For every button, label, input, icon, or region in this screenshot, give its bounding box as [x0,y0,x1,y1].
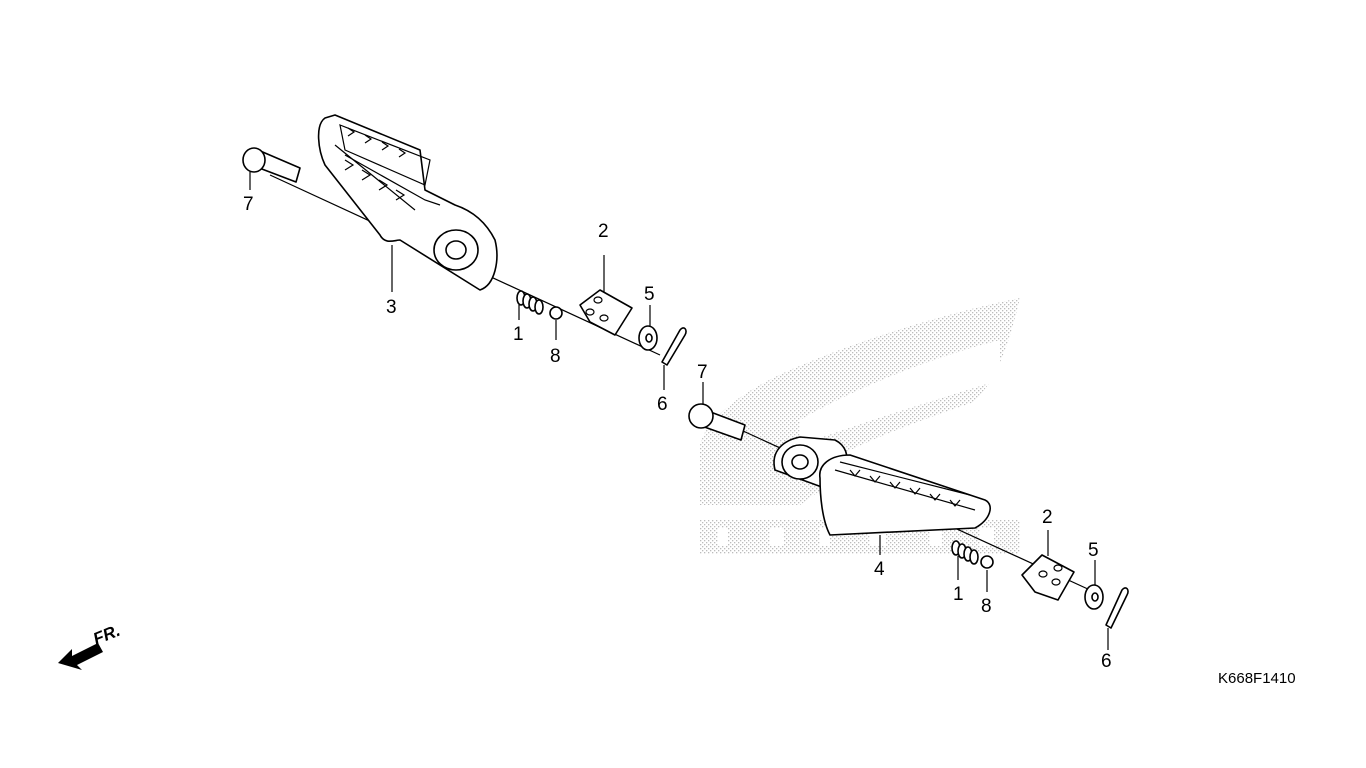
spring-left [516,290,544,320]
spring-right [951,540,979,580]
callout-right-2: 2 [1042,507,1053,528]
callout-left-5: 5 [644,284,655,305]
plate-left [579,255,633,336]
callout-right-8: 8 [981,596,992,617]
callout-right-4: 4 [874,559,885,580]
callout-left-2: 2 [598,221,609,242]
callout-left-3: 3 [386,297,397,318]
callout-left-1: 1 [513,324,524,345]
callout-left-7: 7 [243,194,254,215]
footpeg-right [773,436,991,555]
pin-right [688,382,746,441]
cotter-pin-right [1105,587,1129,650]
callout-left-8: 8 [550,346,561,367]
diagram-code: K668F1410 [1218,670,1296,687]
callout-right-7: 7 [697,362,708,383]
pin-left [242,147,301,190]
washer-left [638,305,658,351]
plate-right [1021,530,1075,601]
callout-right-1: 1 [953,584,964,605]
ball-right [980,555,994,592]
front-direction-arrow-icon: FR. [58,621,123,670]
washer-right [1084,560,1104,610]
callout-left-6: 6 [657,394,668,415]
callout-right-6: 6 [1101,651,1112,672]
front-direction-label: FR. [90,621,123,649]
ball-left [549,306,563,340]
callout-right-5: 5 [1088,540,1099,561]
cotter-pin-left [661,327,687,390]
footpeg-left [317,114,498,292]
